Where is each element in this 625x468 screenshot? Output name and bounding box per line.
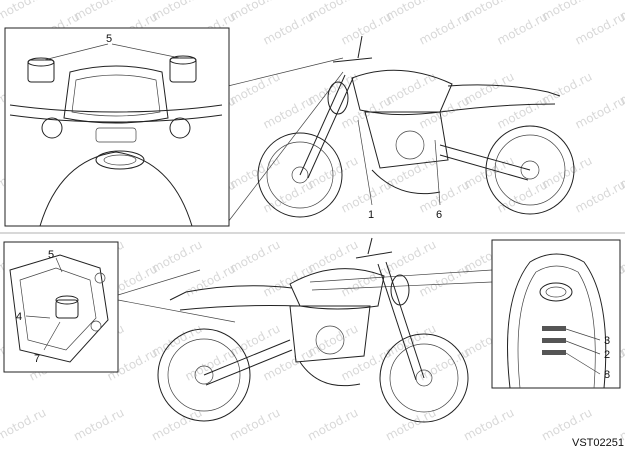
tank-top-inset xyxy=(491,239,621,389)
left-side-inset xyxy=(3,241,119,373)
watermark-text: motod.ru xyxy=(261,261,316,299)
watermark-text: motod.ru xyxy=(149,405,204,443)
watermark-text: motod.ru xyxy=(0,0,48,24)
watermark-text: motod.ru xyxy=(461,405,516,443)
watermark-text: motod.ru xyxy=(417,9,472,47)
watermark-text: motod.ru xyxy=(339,177,394,215)
watermark-text: motod.ru xyxy=(495,93,550,131)
watermark-text: motod.ru xyxy=(305,405,360,443)
top-view: 5 xyxy=(4,27,575,227)
motorcycle-bottom xyxy=(157,237,469,423)
bottom-view: 5 4 7 xyxy=(3,237,621,423)
watermark-text: motod.ru xyxy=(417,93,472,131)
figure-code: VST02251 xyxy=(572,437,624,449)
watermark-text: motod.ru xyxy=(573,177,625,215)
callout-4: 4 xyxy=(16,311,22,323)
watermark-text: motod.ru xyxy=(71,405,126,443)
watermark-text: motod.ru xyxy=(495,177,550,215)
tank-label-8 xyxy=(542,350,566,355)
watermark-text: motod.ru xyxy=(339,93,394,131)
watermark-text: motod.ru xyxy=(339,345,394,383)
callout-6: 6 xyxy=(436,209,442,221)
handlebar-inset xyxy=(4,27,230,227)
tank-label-2 xyxy=(542,338,566,343)
watermark-text: motod.ru xyxy=(495,9,550,47)
watermark-text: motod.ru xyxy=(573,93,625,131)
watermark-text: motod.ru xyxy=(417,345,472,383)
callout-7: 7 xyxy=(34,353,40,365)
callout-2: 2 xyxy=(604,349,610,361)
tank-label-3 xyxy=(542,326,566,331)
callout-5-top: 5 xyxy=(106,33,112,45)
watermark-text: motod.ru xyxy=(0,405,48,443)
watermark-text: motod.ru xyxy=(417,261,472,299)
callout-1: 1 xyxy=(368,209,374,221)
callout-3: 3 xyxy=(604,335,610,347)
watermark-text: motod.ru xyxy=(261,177,316,215)
watermark-text: motod.ru xyxy=(617,0,625,24)
watermark-text: motod.ru xyxy=(227,405,282,443)
watermark-text: motod.ru xyxy=(417,177,472,215)
watermark-text: motod.ru xyxy=(339,261,394,299)
watermark-text: motod.ru xyxy=(261,93,316,131)
callout-5-bottom: 5 xyxy=(48,249,54,261)
watermark-text: motod.ru xyxy=(183,261,238,299)
watermark-text: motod.ru xyxy=(573,9,625,47)
watermark-text: motod.ru xyxy=(383,405,438,443)
watermark-text: motod.ru xyxy=(261,9,316,47)
callout-8: 8 xyxy=(604,369,610,381)
motorcycle-top xyxy=(257,35,575,218)
watermark-text: motod.ru xyxy=(339,9,394,47)
